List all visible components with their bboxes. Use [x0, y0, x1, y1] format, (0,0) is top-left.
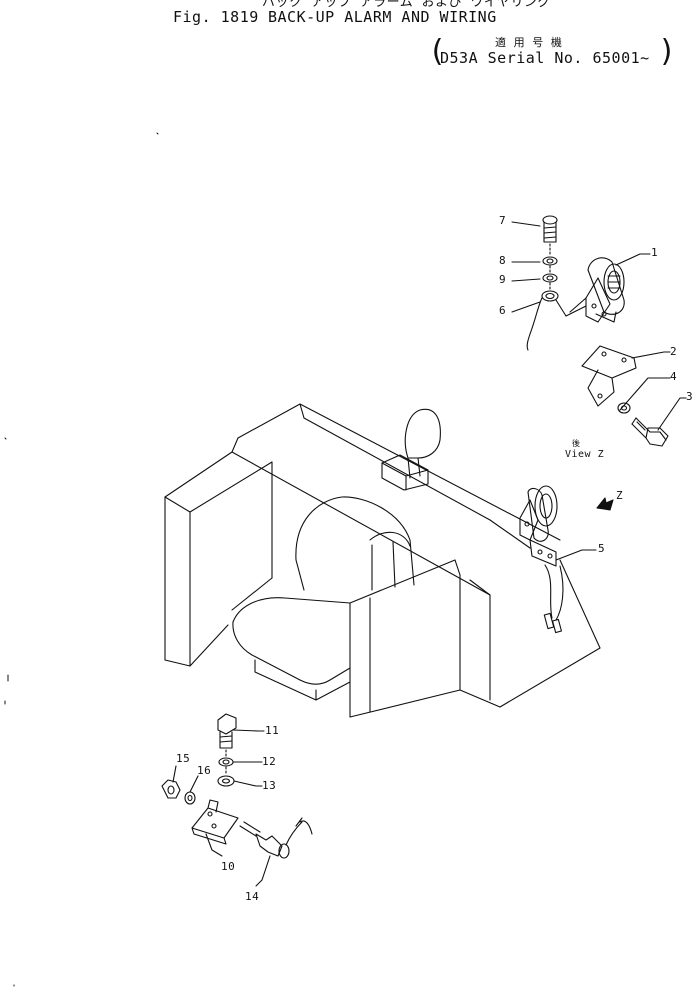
- left-parenthesis: (: [428, 34, 447, 69]
- callout-4: 4: [670, 370, 678, 383]
- alarm-exploded: [526, 215, 669, 447]
- callout-2: 2: [670, 345, 678, 358]
- machine-body: [164, 403, 601, 718]
- leader-lines: [172, 221, 687, 887]
- callout-9: 9: [499, 273, 507, 286]
- figure-number: Fig. 1819: [173, 8, 259, 26]
- callout-5: 5: [598, 542, 606, 555]
- diagram-title: BACK-UP ALARM AND WIRING: [268, 8, 497, 26]
- right-parenthesis: ): [658, 34, 677, 69]
- callout-8: 8: [499, 254, 507, 267]
- switch-assembly: [161, 713, 313, 859]
- serial-number: D53A Serial No. 65001~: [440, 49, 650, 67]
- view-z-arrow: [596, 497, 614, 511]
- z-arrow-label: Z: [616, 489, 624, 502]
- callout-14: 14: [245, 890, 260, 903]
- callout-12: 12: [262, 755, 277, 768]
- applicability-label: 適 用 号 機: [495, 36, 563, 49]
- callout-6: 6: [499, 304, 507, 317]
- japanese-title: バック アップ アラーム および ワイヤリング: [262, 0, 552, 10]
- view-z-japanese-label: 後: [572, 439, 581, 448]
- callout-16: 16: [197, 764, 212, 777]
- callout-15: 15: [176, 752, 191, 765]
- callout-10: 10: [221, 860, 236, 873]
- callout-13: 13: [262, 779, 277, 792]
- scan-specks: [4, 132, 159, 987]
- view-z-label: View Z: [565, 449, 605, 460]
- callout-7: 7: [499, 214, 507, 227]
- alarm-installed: [519, 485, 564, 634]
- callout-1: 1: [651, 246, 659, 259]
- callout-11: 11: [265, 724, 280, 737]
- callout-3: 3: [686, 390, 694, 403]
